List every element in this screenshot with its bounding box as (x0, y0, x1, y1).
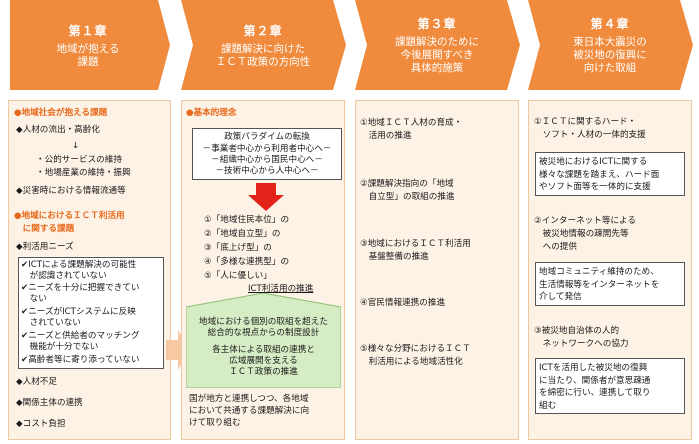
col1-heading-1: ●地域社会が抱える課題 (14, 108, 108, 118)
col1-check-4: ✔ニーズと供給者のマッチング 機能が十分でない (21, 331, 140, 352)
green-text-2: 各主体による取組の連携と 広域展開を支える ＩＣＴ政策の推進 (212, 345, 315, 377)
paradigm-shifts: －事業者中心から利用者中心へ－ －組織中心から国民中心へ－ －技術中心から人中心… (202, 144, 332, 176)
col1-item-shortage: ◆人材不足 (16, 377, 57, 387)
green-pentagon-box (186, 293, 341, 388)
measure-4: ④官民情報連携の推進 (360, 298, 446, 308)
chapter-1-number: 第１章 (68, 23, 108, 38)
chapter-4-title: 東日本大震災の 被災地の復興に 向けた取組 (573, 36, 647, 74)
col4-body-1: 被災地におけるICTに関する 様々な課題を踏まえ、ハード面 やソフト面等を一体的… (539, 157, 660, 192)
measure-2: ②課題解決指向の「地域 自立型」の取組の推進 (360, 179, 455, 202)
principle-5: ⑤「人に優しい」 (204, 271, 272, 281)
green-text-1: 地域における個別の取組を超えた 総合的な視点からの制度設計 (199, 317, 328, 338)
measure-1: ①地域ＩＣＴ人材の育成・ 活用の推進 (360, 118, 463, 141)
col4-box-1 (535, 152, 685, 196)
col4-heading-3: ③被災地自治体の人的 ネットワークへの協力 (534, 326, 629, 349)
col1-check-3: ✔ニーズがICTシステムに反映 されていない (21, 307, 136, 328)
chapter-3-number: 第３章 (417, 17, 457, 31)
column-3-panel (355, 100, 519, 440)
chapter-3-header: 第３章 課題解決のために 今後展開すべき 具体的施策 (355, 0, 520, 90)
chapter-2-title: 課題解決に向けた ＩＣＴ政策の方向性 (215, 42, 311, 68)
col1-item-cost: ◆コスト負担 (16, 419, 66, 429)
col1-item-cooperation: ◆関係主体の連携 (16, 398, 83, 408)
principle-1: ①「地域住民本位」の (204, 215, 290, 225)
col1-needs-box (18, 257, 164, 369)
chapter-4-shape (528, 0, 693, 90)
col4-box-2 (535, 262, 685, 306)
col1-item-disaster-info: ◆災害時における情報流通等 (16, 186, 126, 196)
chapter-3-title: 課題解決のために 今後展開すべき 具体的施策 (395, 36, 479, 74)
principle-4: ④「多様な連携型」の (204, 257, 290, 267)
col1-item-needs: ◆利活用ニーズ (16, 242, 74, 252)
col1-check-1: ✔ICTによる課題解決の可能性 が認識されていない (21, 260, 137, 281)
col2-heading: ●基本的理念 (186, 108, 237, 118)
col2-footer: 国が地方と連携しつつ、各地域 において共通する課題解決に向 けて取り組む (189, 394, 310, 428)
chapter-1-title: 地域が抱える 課題 (56, 42, 120, 68)
col4-body-3: ICTを活用した被災地の復興 に当たり、関係者が意思疎通 を綿密に行い、連携して… (539, 363, 651, 411)
chapter-2-header: 第２章 課題解決に向けた ＩＣＴ政策の方向性 (181, 0, 346, 90)
principle-3: ③「底上げ型」の (204, 243, 272, 253)
measure-3: ③地域におけるＩＣＴ利活用 基盤整備の推進 (360, 239, 471, 262)
col4-body-2: 地域コミュニティ維持のため、 生活情報等をインターネットを 介して発信 (539, 267, 660, 302)
chapter-4-number: 第４章 (590, 17, 630, 31)
measure-5: ⑤様々な分野におけるＩＣＴ 利活用による地域活性化 (360, 344, 471, 367)
chapter-4-header: 第４章 東日本大震災の 被災地の復興に 向けた取組 (528, 0, 693, 90)
col1-heading-2: ●地域におけるＩＣＴ利活用 に関する課題 (14, 211, 125, 234)
chapter-1-shape (10, 0, 170, 90)
col4-heading-2: ②インターネット等による 被災地情報の疎開先等 への提供 (534, 216, 636, 252)
principle-tail: ICT利活用の推進 (248, 284, 314, 294)
col4-heading-1: ①ＩＣＴに関するハード・ ソフト・人材の一体的支援 (534, 117, 646, 140)
col1-item-services: ・公的サービスの維持 ・地場産業の維持・振興 (36, 155, 131, 178)
col1-down-arrow: ↓ (72, 141, 80, 151)
col1-check-2: ✔ニーズを十分に把握できてい ない (21, 283, 140, 304)
chapter-3-shape (355, 0, 520, 90)
principle-2: ②「地域自立型」の (204, 229, 281, 239)
paradigm-box (192, 128, 342, 180)
chapter-2-number: 第２章 (243, 23, 283, 38)
col1-check-5: ✔高齢者等に寄り添っていない (21, 355, 140, 365)
col1-item-talent-outflow: ◆人材の流出・高齢化 (16, 125, 100, 135)
paradigm-title: 政策パラダイムの転換 (224, 132, 310, 142)
chapter-2-shape (181, 0, 346, 90)
chapter-1-header: 第１章 地域が抱える 課題 (10, 0, 170, 90)
down-arrow-icon (248, 183, 284, 211)
col4-box-3 (535, 358, 685, 414)
